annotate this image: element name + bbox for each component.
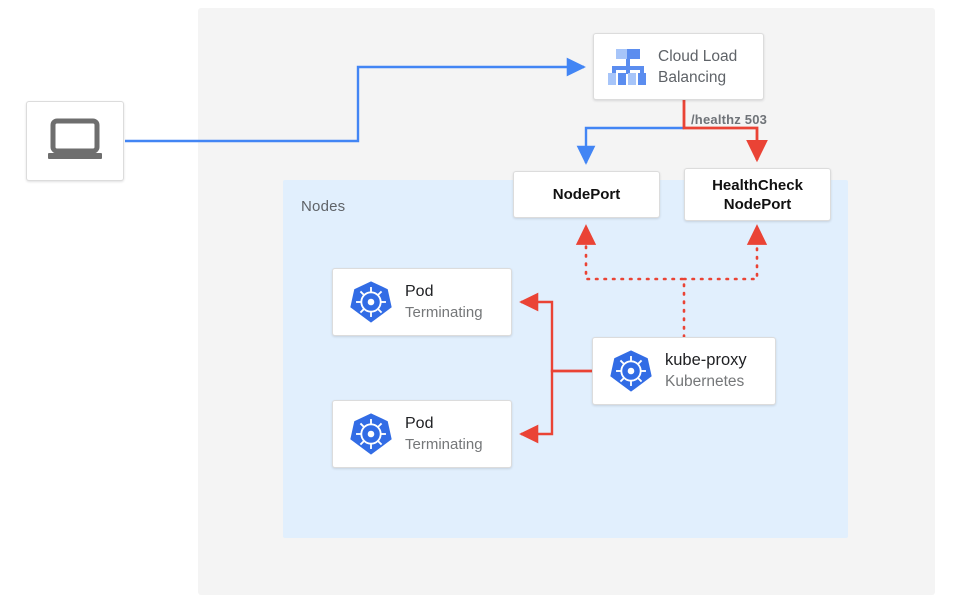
pod-card-1[interactable]: Pod Terminating (332, 268, 512, 336)
kubernetes-icon (343, 280, 399, 324)
nodeport-label: NodePort (552, 186, 621, 203)
cloud-load-balancing-card[interactable]: Cloud Load Balancing (593, 33, 764, 100)
pod-title-2: Pod (405, 415, 434, 432)
nodes-group-label: Nodes (301, 198, 346, 215)
healthz-status-label: /healthz 503 (691, 112, 768, 127)
kubernetes-icon (343, 412, 399, 456)
kube-proxy-title: kube-proxy (665, 351, 747, 369)
cloud-load-balancing-label-line2: Balancing (658, 68, 727, 86)
kube-proxy-subtitle: Kubernetes (665, 373, 745, 390)
healthcheck-nodeport-label-line1: HealthCheck (712, 176, 803, 194)
kubernetes-icon (603, 349, 659, 393)
healthcheck-nodeport-card[interactable]: HealthCheck NodePort (684, 168, 831, 221)
pod-card-2[interactable]: Pod Terminating (332, 400, 512, 468)
healthcheck-nodeport-label-line2: NodePort (723, 195, 792, 213)
cloud-load-balancing-label-line1: Cloud Load (658, 47, 738, 65)
client-laptop-card[interactable] (26, 101, 124, 181)
nodeport-card[interactable]: NodePort (513, 171, 660, 218)
cloud-load-balancing-icon (602, 47, 654, 87)
laptop-icon (44, 116, 106, 167)
kube-proxy-card[interactable]: kube-proxy Kubernetes (592, 337, 776, 405)
pod-subtitle-1: Terminating (405, 304, 483, 321)
pod-subtitle-2: Terminating (405, 436, 483, 453)
pod-title-1: Pod (405, 283, 434, 300)
